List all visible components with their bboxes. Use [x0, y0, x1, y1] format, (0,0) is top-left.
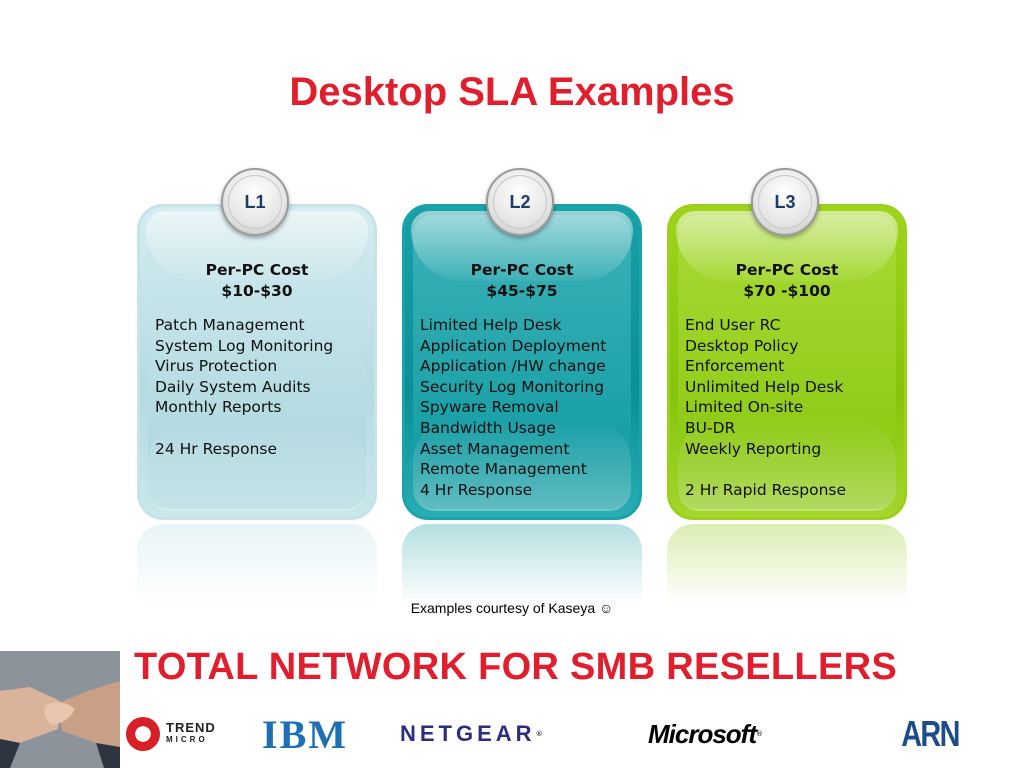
list-item: BU-DR	[685, 418, 736, 437]
trend-micro-logo: TREND MICRO	[126, 712, 216, 756]
cost-value: $70 -$100	[743, 282, 831, 300]
slide-title: Desktop SLA Examples	[289, 70, 735, 114]
level-badge: L2	[486, 168, 554, 236]
list-item: Remote Management	[420, 460, 587, 479]
list-item: Application Deployment	[420, 336, 607, 355]
banner-heading: TOTAL NETWORK FOR SMB RESELLERS	[134, 646, 897, 688]
arn-logo: ARN	[901, 713, 960, 754]
list-item: Weekly Reporting	[685, 439, 822, 458]
list-item: Desktop Policy	[685, 336, 799, 355]
list-item: Asset Management	[420, 439, 570, 458]
list-item: Daily System Audits	[155, 377, 311, 396]
cost-label: Per-PC Cost	[205, 261, 309, 279]
list-item: System Log Monitoring	[155, 336, 334, 355]
cost-label: Per-PC Cost	[470, 261, 574, 279]
level-badge: L3	[751, 168, 819, 236]
list-item	[685, 459, 846, 480]
sla-card-l1: L1 Per-PC Cost $10-$30 Patch Management …	[137, 168, 381, 608]
list-item: 4 Hr Response	[420, 480, 533, 499]
list-item: 2 Hr Rapid Response	[685, 480, 847, 499]
list-item	[155, 418, 333, 439]
list-item: 24 Hr Response	[155, 439, 278, 458]
service-list: End User RC Desktop Policy Enforcement U…	[685, 315, 846, 500]
handshake-image	[0, 651, 120, 768]
list-item: Limited On-site	[685, 398, 804, 417]
list-item: Limited Help Desk	[420, 316, 562, 334]
microsoft-logo: Microsoft®	[648, 718, 763, 749]
netgear-logo: NETGEAR®	[400, 721, 543, 746]
list-item: Virus Protection	[155, 357, 278, 376]
list-item: Unlimited Help Desk	[685, 377, 844, 396]
level-badge: L1	[221, 168, 289, 236]
sla-card-l3: L3 Per-PC Cost $70 -$100 End User RC Des…	[667, 168, 911, 608]
cost-value: $10-$30	[221, 282, 293, 300]
list-item: Spyware Removal	[420, 398, 559, 417]
service-list: Limited Help Desk Application Deployment…	[420, 315, 606, 500]
courtesy-note: Examples courtesy of Kaseya ☺	[410, 600, 614, 616]
service-list: Patch Management System Log Monitoring V…	[155, 315, 333, 459]
list-item: Monthly Reports	[155, 398, 282, 417]
cost-value: $45-$75	[486, 282, 558, 300]
cost-label: Per-PC Cost	[735, 261, 839, 279]
ibm-logo: IBM	[262, 711, 348, 757]
list-item: Security Log Monitoring	[420, 377, 605, 396]
list-item: End User RC	[685, 316, 781, 334]
trend-micro-icon	[126, 717, 160, 751]
list-item: Application /HW change	[420, 357, 606, 376]
list-item: Bandwidth Usage	[420, 418, 556, 437]
list-item: Patch Management	[155, 316, 305, 334]
sla-card-l2: L2 Per-PC Cost $45-$75 Limited Help Desk…	[402, 168, 646, 608]
list-item: Enforcement	[685, 357, 785, 376]
